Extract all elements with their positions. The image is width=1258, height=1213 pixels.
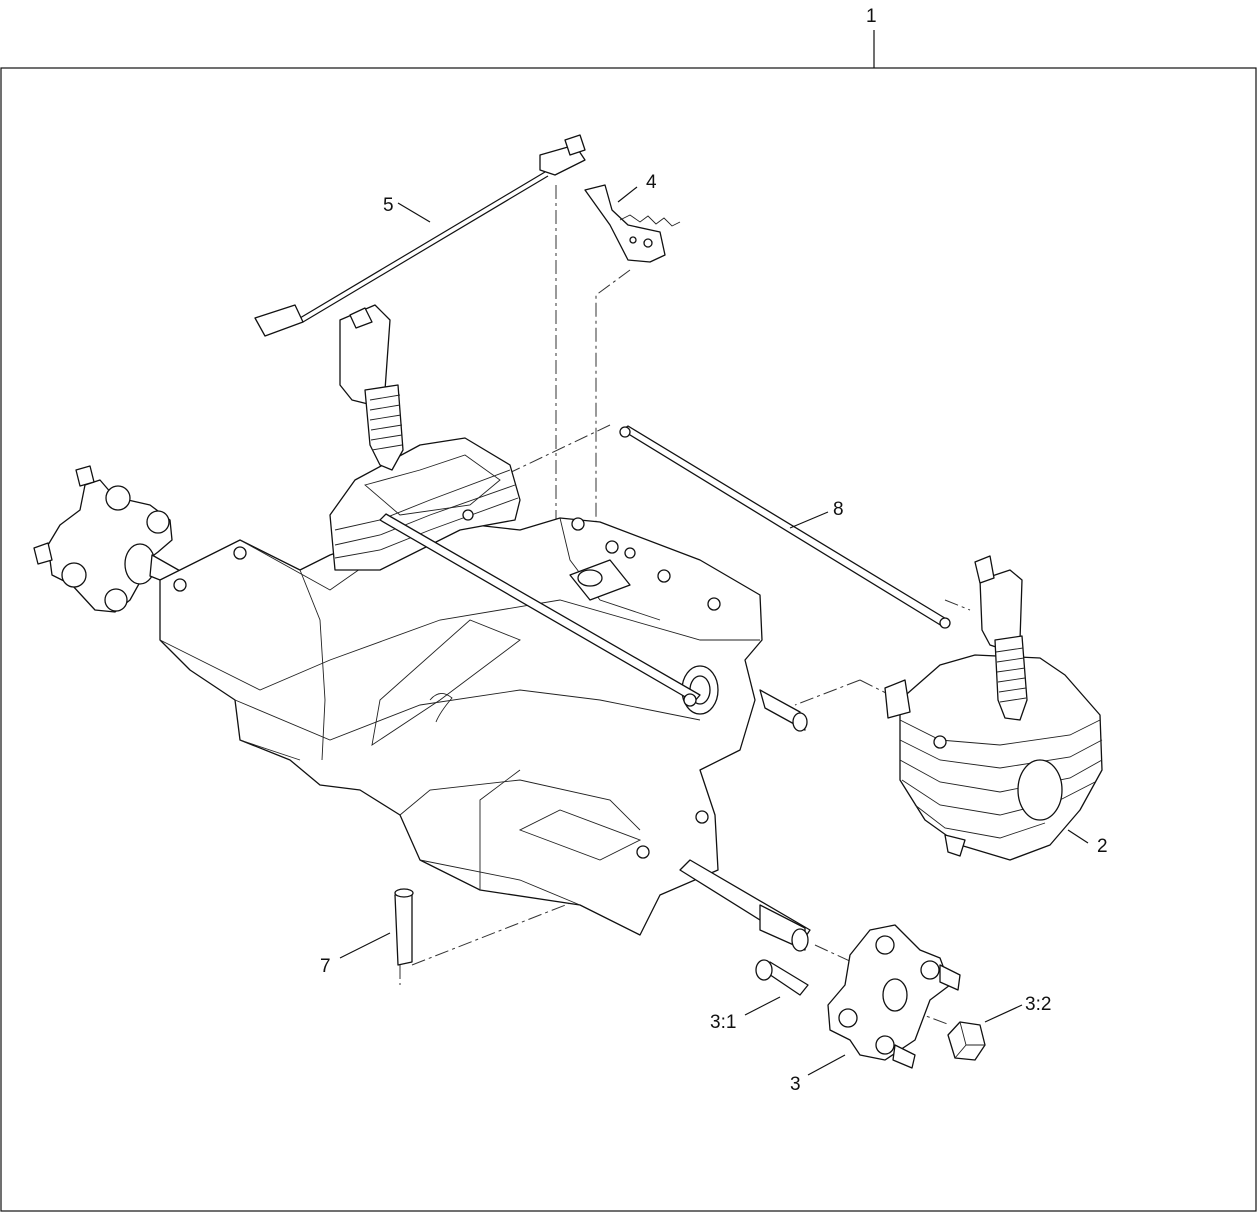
callout-1: 1 <box>866 6 877 27</box>
callout-7: 7 <box>320 956 331 977</box>
callout-3: 3 <box>790 1074 801 1095</box>
callout-3-2: 3:2 <box>1025 994 1051 1015</box>
motor-upper <box>329 437 521 571</box>
output-shaft-right <box>679 689 811 952</box>
rod <box>379 425 951 707</box>
pin <box>394 888 414 966</box>
nut <box>947 1021 986 1061</box>
leader-lines <box>339 186 1089 1076</box>
callout-8: 8 <box>833 499 844 520</box>
hub-right <box>827 924 961 1069</box>
stud <box>755 959 809 996</box>
left-wheel-hub <box>33 465 183 613</box>
callout-4: 4 <box>646 172 657 193</box>
bracket-spring <box>584 184 681 263</box>
callout-3-1: 3:1 <box>710 1012 736 1033</box>
motor-sensor-upper <box>339 304 404 471</box>
callout-2: 2 <box>1097 836 1108 857</box>
callout-labels: 1 2 3 3:1 3:2 4 5 7 8 <box>320 6 1108 1095</box>
motor-sensor-right <box>974 555 1028 721</box>
assembly-frame <box>0 30 1257 1212</box>
callout-5: 5 <box>383 195 394 216</box>
transaxle-housing <box>159 517 763 936</box>
motor-right <box>884 654 1103 861</box>
cable-harness <box>254 134 586 337</box>
